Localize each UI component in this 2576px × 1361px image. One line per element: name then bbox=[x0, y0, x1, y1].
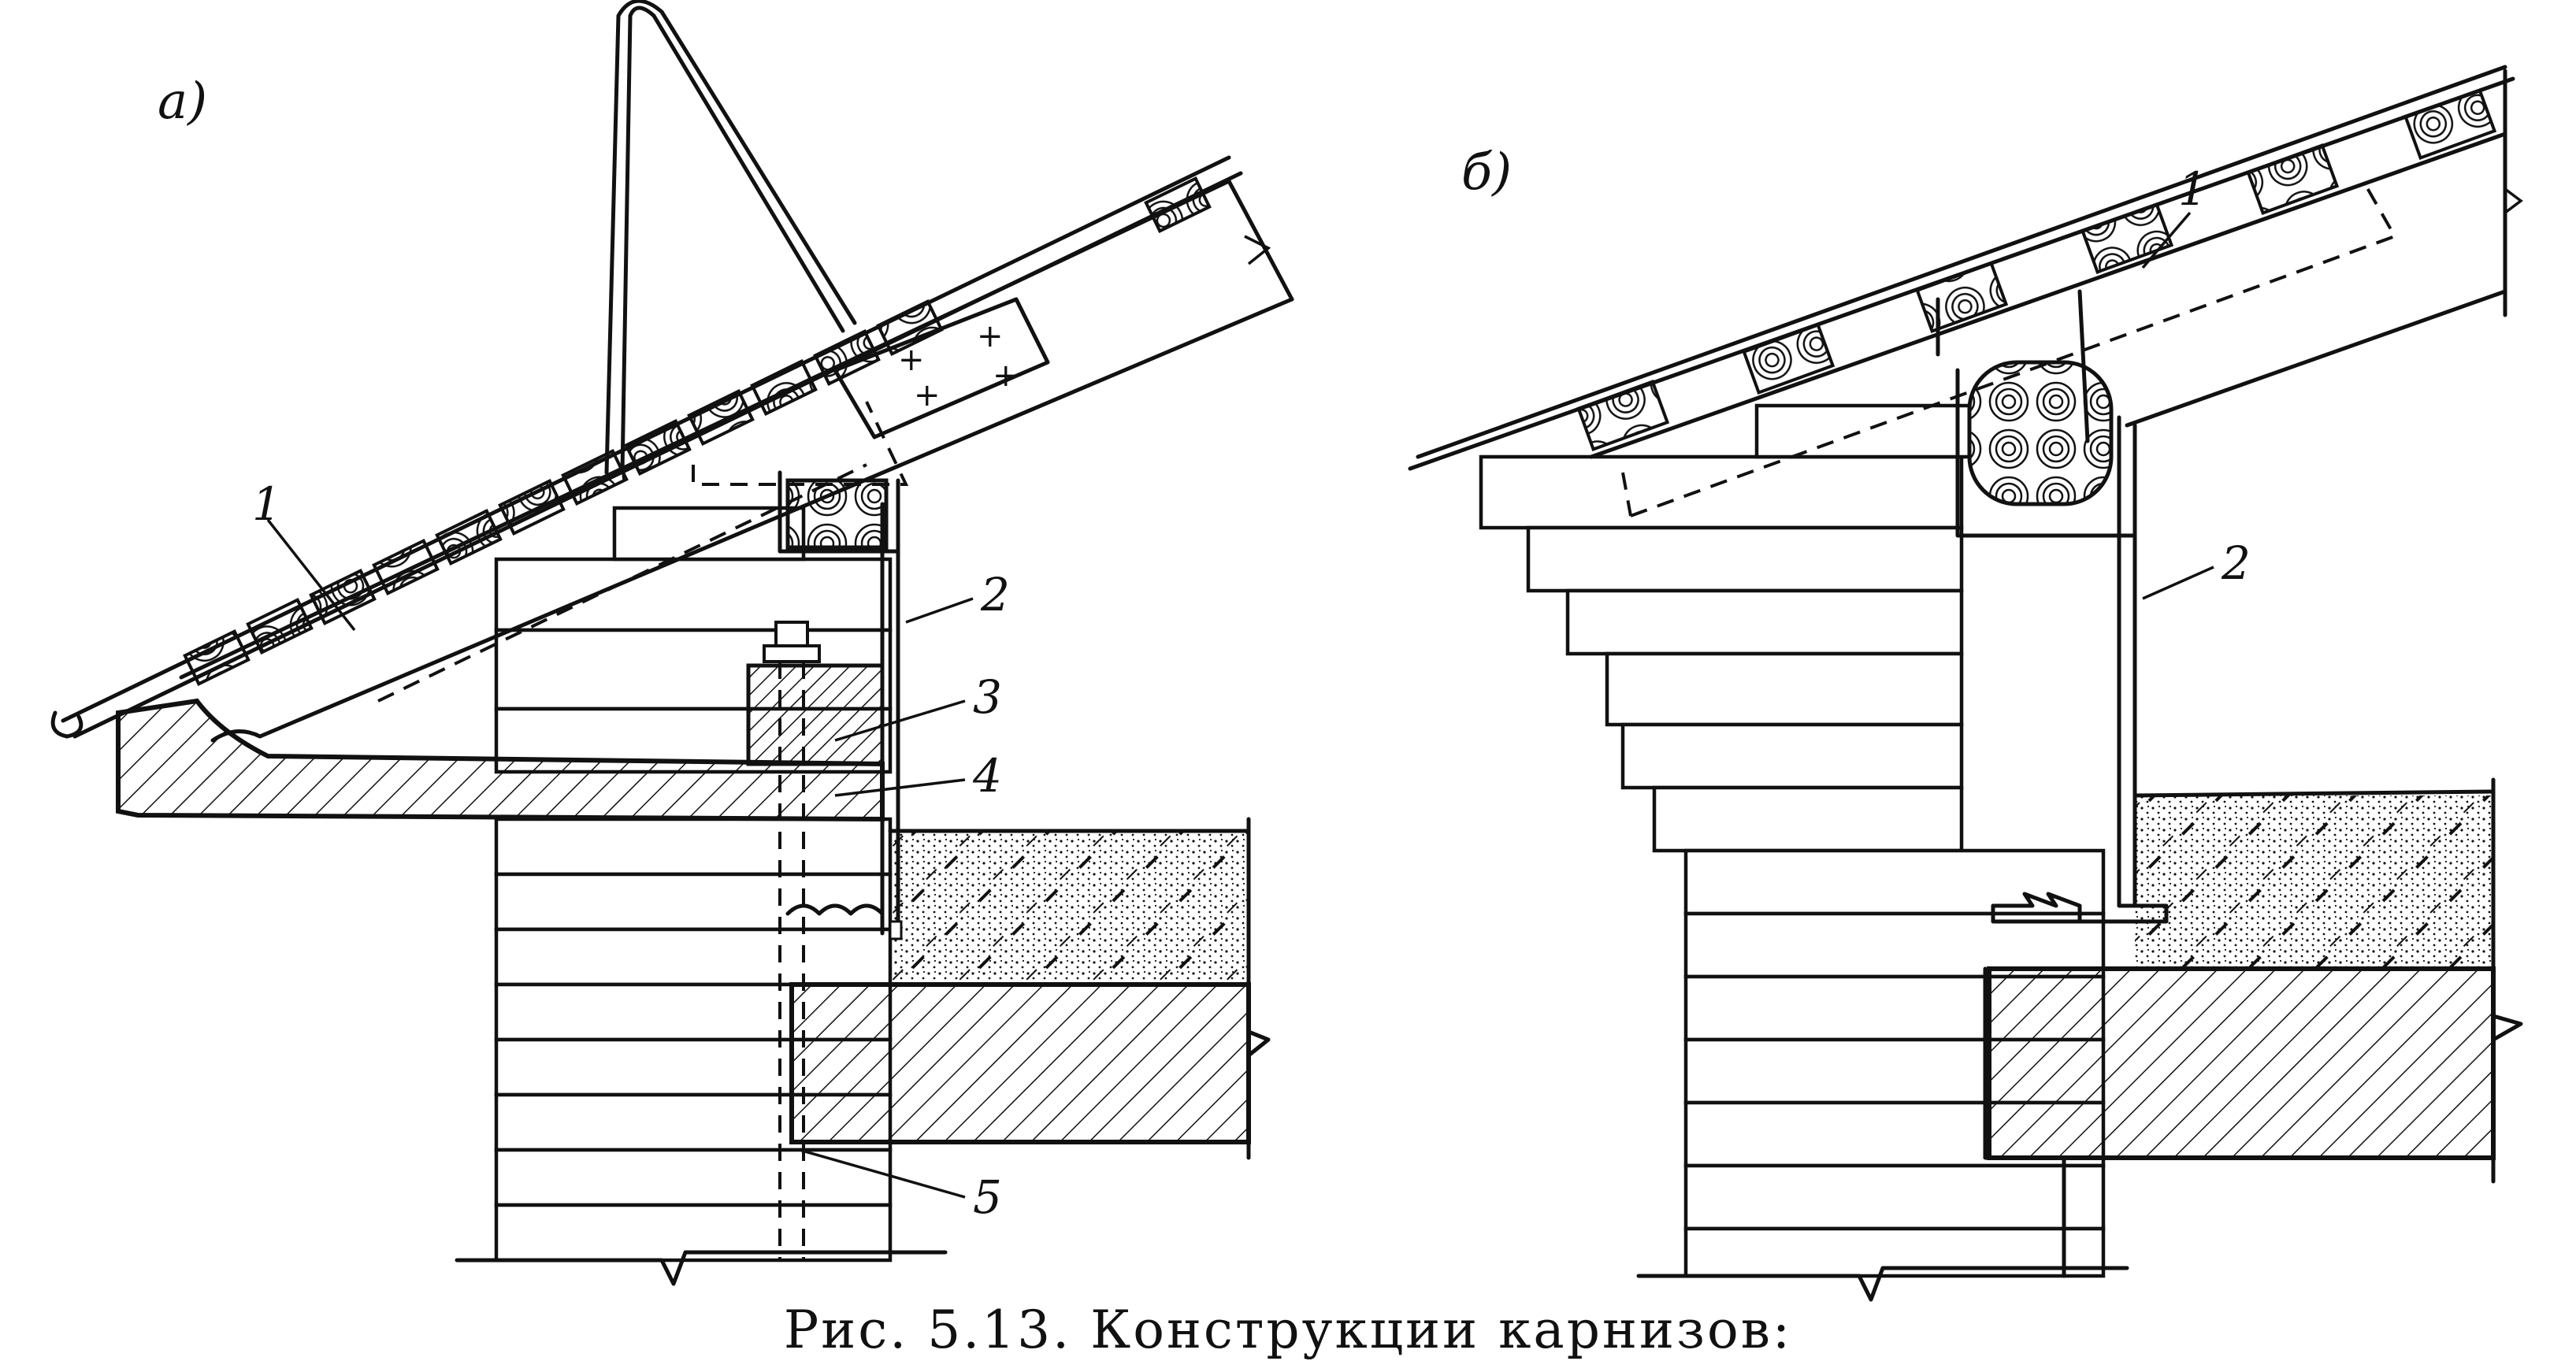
rafter-log-b bbox=[1967, 360, 2114, 506]
label-a-3: 3 bbox=[973, 670, 1002, 724]
roof-ladder-hook bbox=[604, 0, 857, 475]
panel-b: б) bbox=[1408, 65, 2523, 1302]
label-b-2: 2 bbox=[2221, 536, 2251, 590]
brick-corbel-b bbox=[1479, 403, 2129, 1302]
roof-slope-b bbox=[1408, 65, 2523, 517]
subfigure-label-b: б) bbox=[1461, 143, 1512, 202]
roof-slope-a: ++ ++ bbox=[50, 155, 1294, 743]
svg-text:+: + bbox=[977, 318, 1004, 354]
svg-text:+: + bbox=[993, 358, 1019, 394]
label-a-5: 5 bbox=[973, 1170, 1002, 1224]
subfigure-label-a: а) bbox=[158, 72, 207, 131]
label-a-4: 4 bbox=[972, 749, 1002, 803]
floor-slab-b bbox=[1987, 966, 2496, 1160]
callouts-b: 1 2 bbox=[2141, 162, 2251, 600]
svg-text:+: + bbox=[898, 342, 925, 378]
brick-wall-a bbox=[455, 506, 948, 1286]
label-b-1: 1 bbox=[2178, 162, 2207, 216]
drainpipe-a bbox=[880, 502, 900, 936]
mauerlat-block bbox=[746, 663, 885, 766]
drainpipe-b bbox=[2077, 415, 2169, 924]
anchor-bolt bbox=[763, 621, 821, 1260]
panel-a: а) bbox=[50, 0, 1294, 1286]
callouts-a: 1 2 3 4 5 bbox=[252, 477, 1010, 1224]
label-a-2: 2 bbox=[980, 568, 1010, 621]
figure-caption: Рис. 5.13. Конструкции карнизов: bbox=[783, 1300, 1793, 1360]
label-a-1: 1 bbox=[252, 477, 281, 531]
svg-text:+: + bbox=[914, 377, 941, 413]
floor-slab-a bbox=[789, 982, 1251, 1144]
